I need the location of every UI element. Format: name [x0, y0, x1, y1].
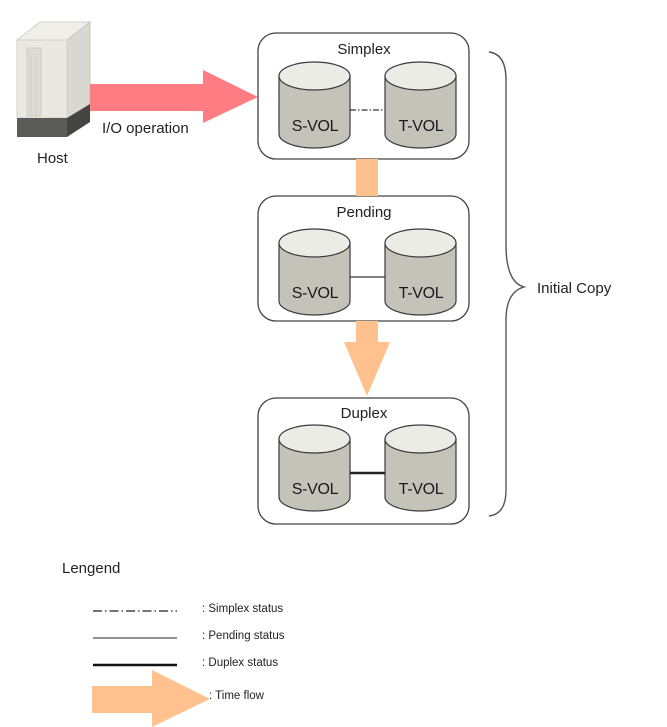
- time-flow-arrow-2: [344, 321, 390, 396]
- legend-time-flow-arrow: [92, 670, 210, 727]
- source-volume-label: S-VOL: [291, 118, 339, 135]
- server-tower-icon: [15, 20, 92, 137]
- target-volume-cylinder: [384, 61, 457, 149]
- source-volume-cylinder: [278, 228, 351, 316]
- io-operation-label: I/O operation: [102, 120, 189, 137]
- source-volume-cylinder: [278, 61, 351, 149]
- target-volume-label: T-VOL: [398, 481, 444, 498]
- source-volume-label: S-VOL: [291, 285, 339, 302]
- initial-copy-brace: [488, 51, 527, 517]
- source-volume-label: S-VOL: [291, 481, 339, 498]
- legend-label-simplex: : Simplex status: [202, 603, 284, 615]
- host-label: Host: [37, 150, 68, 167]
- legend-label-pending: : Pending status: [202, 630, 285, 642]
- state-title-pending: Pending: [336, 204, 392, 221]
- target-volume-cylinder: [384, 424, 457, 512]
- target-volume-cylinder: [384, 228, 457, 316]
- state-title-duplex: Duplex: [340, 405, 388, 422]
- target-volume-label: T-VOL: [398, 285, 444, 302]
- legend-title: Lengend: [62, 560, 121, 577]
- io-operation-arrow: [90, 70, 258, 123]
- source-volume-cylinder: [278, 424, 351, 512]
- state-title-simplex: Simplex: [337, 41, 391, 58]
- time-flow-connector-1: [356, 159, 378, 196]
- legend-label-time-flow: : Time flow: [209, 690, 264, 702]
- initial-copy-label: Initial Copy: [537, 280, 612, 297]
- target-volume-label: T-VOL: [398, 118, 444, 135]
- legend-label-duplex: : Duplex status: [202, 657, 279, 669]
